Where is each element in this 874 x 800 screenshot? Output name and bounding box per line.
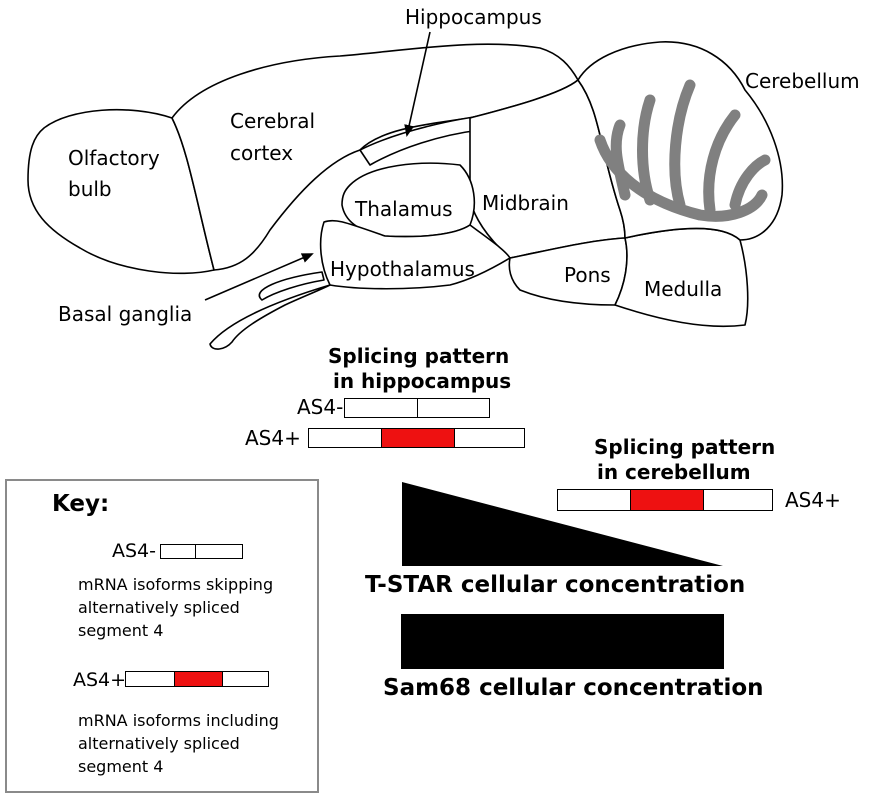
cerebellum-as4-plus-label: AS4+ (785, 488, 841, 512)
exon-segment (195, 545, 242, 558)
hippocampus-as4-minus-isoform (344, 398, 490, 418)
cerebellum-arbor-vitae (594, 79, 771, 222)
exon-segment (703, 490, 772, 510)
key-minus-desc-line3: segment 4 (78, 621, 164, 640)
exon-segment (222, 672, 268, 686)
sam68-concentration-bar (401, 614, 724, 669)
cerebral-cortex-label-line2: cortex (230, 141, 294, 165)
key-as4-plus-isoform (125, 671, 269, 687)
basal-ganglia-label: Basal ganglia (58, 302, 193, 326)
key-as4-minus-label: AS4- (112, 540, 157, 562)
exon-segment (126, 672, 174, 686)
basal-ganglia-region (209, 284, 331, 350)
hippocampus-as4-minus-label: AS4- (297, 395, 344, 419)
hippocampus-as4-plus-label: AS4+ (245, 426, 301, 450)
olfactory-bulb-label-line1: Olfactory (68, 146, 160, 170)
sam68-concentration-label: Sam68 cellular concentration (383, 675, 764, 701)
hippocampus-pattern-title-line2: in hippocampus (333, 369, 512, 393)
hippocampus-pattern-title-line1: Splicing pattern (328, 344, 510, 368)
midbrain-label: Midbrain (482, 191, 569, 215)
key-plus-desc-line2: alternatively spliced (78, 734, 240, 753)
exon-segment (309, 429, 381, 447)
cerebral-cortex-label-line1: Cerebral (230, 109, 316, 133)
basal-ganglia-arrow (204, 253, 314, 301)
olfactory-bulb-label-line2: bulb (68, 177, 112, 201)
tstar-concentration-label: T-STAR cellular concentration (365, 572, 746, 598)
thalamus-label: Thalamus (355, 197, 453, 221)
alternative-exon-4 (630, 490, 703, 510)
cerebellum-pattern-title-line2: in cerebellum (597, 460, 751, 484)
basal-ganglia-tract (258, 271, 325, 301)
cerebellum-as4-plus-isoform (557, 489, 773, 511)
alternative-exon-4 (381, 429, 454, 447)
key-minus-desc-line1: mRNA isoforms skipping (78, 575, 274, 594)
hippocampus-arrow (404, 31, 431, 137)
medulla-label: Medulla (644, 277, 723, 301)
key-as4-plus-label: AS4+ (73, 669, 127, 691)
hippocampus-label: Hippocampus (405, 5, 542, 29)
exon-segment (417, 399, 489, 417)
olfactory-bulb-region (27, 108, 215, 275)
key-plus-desc-line3: segment 4 (78, 757, 164, 776)
cerebellum-label: Cerebellum (745, 69, 860, 93)
hypothalamus-label: Hypothalamus (330, 257, 475, 281)
tstar-concentration-wedge (402, 482, 723, 566)
exon-segment (454, 429, 524, 447)
cerebellum-pattern-title-line1: Splicing pattern (594, 435, 776, 459)
key-title: Key: (52, 491, 110, 517)
alternative-exon-4 (174, 672, 222, 686)
exon-segment (345, 399, 417, 417)
key-plus-desc-line1: mRNA isoforms including (78, 711, 279, 730)
key-as4-minus-isoform (160, 544, 243, 559)
exon-segment (161, 545, 195, 558)
hippocampus-as4-plus-isoform (308, 428, 525, 448)
key-legend-box (5, 479, 319, 793)
pons-label: Pons (564, 263, 611, 287)
key-minus-desc-line2: alternatively spliced (78, 598, 240, 617)
